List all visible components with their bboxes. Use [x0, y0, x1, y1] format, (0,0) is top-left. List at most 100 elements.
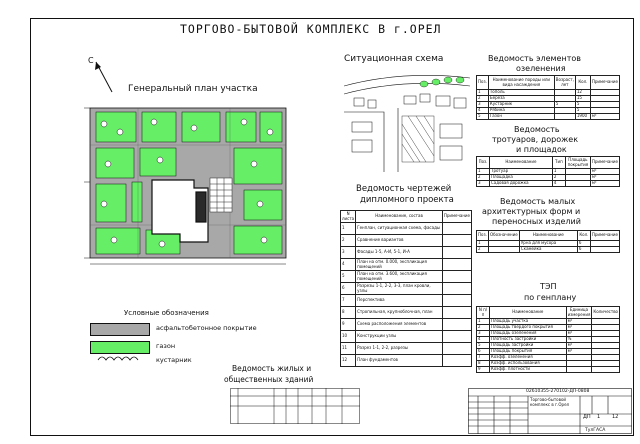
drawings-row-num: 7 [339, 294, 357, 307]
stamp-name: Торгово-бытовой комплекс в г.Орел [530, 397, 570, 407]
maf-header: Примечание [589, 230, 621, 241]
site-plan [84, 107, 287, 265]
greens-cell: Газон [487, 113, 555, 120]
legend-label-asphalt: асфальтобетонное покрытие [156, 324, 257, 332]
paths-header: Примечание [589, 156, 621, 169]
maf-header: Обозначение [487, 230, 520, 241]
maf-cell: Скамейка [518, 246, 578, 253]
paths-title-3: и площадок [516, 145, 567, 154]
drawings-header-name: Наименование, состав [355, 210, 443, 223]
tep-cell [591, 366, 620, 373]
greens-cell: 1900 [574, 113, 591, 120]
paths-header: Наименование [489, 156, 553, 169]
greens-header: Поз. [476, 75, 489, 90]
drawings-row-num: 1 [339, 222, 357, 235]
title-block [468, 388, 632, 434]
drawings-row-name: Сравнение вариантов [355, 234, 443, 247]
drawings-row-num: 9 [339, 318, 357, 331]
tep-header: Единица измерения [565, 306, 593, 319]
north-label: С [88, 56, 94, 65]
drawings-row-num: 3 [339, 246, 357, 259]
drawings-row-name: Стропильная, крупноблочная, план [355, 306, 443, 319]
tep-header: Количество [591, 306, 620, 319]
legend-swatch-asphalt [90, 323, 150, 336]
greens-cell: м² [589, 113, 621, 120]
maf-cell [487, 246, 520, 253]
drawings-row-name: Схема расположения элементов [355, 318, 443, 331]
drawings-row-name: Конструкции узлы [355, 330, 443, 343]
sheet-frame [30, 18, 634, 436]
maf-cell: 6 [576, 246, 591, 253]
drawings-row-num: 10 [339, 330, 357, 343]
drawings-row-num: 6 [339, 282, 357, 295]
maf-title-3: переносных изделий [492, 217, 581, 226]
drawings-row-name: План фундаментов [355, 354, 443, 367]
drawings-row-name: Перспектива [355, 294, 443, 307]
paths-header: Поз. [476, 156, 490, 169]
drawings-row-name: Фасады 1-5, А-И, 5-1, И-А [355, 246, 443, 259]
paths-cell: Садовая дорожка [489, 180, 553, 187]
tep-title-2: по генплану [524, 293, 577, 302]
greens-header: Примечание [589, 75, 621, 90]
drawings-row-num: 11 [339, 342, 357, 355]
tep-header: N п/п [476, 306, 490, 319]
paths-cell: 4 [551, 180, 566, 187]
maf-cell [589, 246, 621, 253]
drawings-row-num: 2 [339, 234, 357, 247]
stamp-code: 02610355-270102-ДП-0808 [526, 389, 590, 394]
drawings-row-num: 8 [339, 306, 357, 319]
legend-label-shrub: кустарник [156, 356, 192, 364]
greens-cell: 5 [476, 113, 489, 120]
tep-cell: Коэфф. плотности [489, 366, 567, 373]
buildings-title-2: общественных зданий [224, 375, 314, 384]
plan-title: Генеральный план участка [128, 84, 258, 94]
buildings-table [230, 388, 360, 424]
maf-header: Поз. [476, 230, 489, 241]
maf-table: Поз. Обозначение Наименование Кол. Приме… [476, 230, 621, 253]
greens-table: Поз. Наименование породы или вида насажд… [476, 75, 621, 120]
greens-header: Кол. [574, 75, 591, 90]
tep-cell [565, 366, 593, 373]
drawings-title-1: Ведомость чертежей [356, 184, 452, 194]
greens-header: Возраст, лет [553, 75, 576, 90]
tep-title-1: ТЭП [540, 282, 557, 291]
tep-header: Наименование [489, 306, 567, 319]
sheet-title: ТОРГОВО-БЫТОВОЙ КОМПЛЕКС В г.ОРЕЛ [180, 22, 442, 36]
drawings-table: N листа Наименование, состав Примечание … [339, 210, 473, 367]
greens-title-2: озеленения [516, 64, 566, 73]
paths-header: Тип [551, 156, 566, 169]
paths-table: Поз. Наименование Тип Площадь покрытия П… [476, 156, 621, 187]
greens-cell [553, 113, 576, 120]
maf-cell: 2 [476, 246, 489, 253]
drawings-row-name: План на отм. 0.000, экспликация помещени… [355, 258, 443, 271]
drawings-row-name: Разрез 1-1, 2-2, разрезы [355, 342, 443, 355]
stamp-org: ТулГАСА [585, 428, 606, 433]
north-arrow-icon [95, 61, 113, 93]
situation-plan [344, 75, 470, 172]
buildings-title-1: Ведомость жилых и [232, 364, 312, 373]
drawings-row-name: Генплан, ситуационная схема, фасады [355, 222, 443, 235]
paths-header: Площадь покрытия [564, 156, 591, 169]
legend-swatch-lawn [90, 341, 150, 354]
shrub-icon [97, 356, 139, 361]
paths-title-2: тротуаров, дорожек [492, 135, 579, 144]
paths-title-1: Ведомость [514, 125, 560, 134]
drawings-row-num: 12 [339, 354, 357, 367]
maf-header: Наименование [518, 230, 578, 241]
drawings-row-name: План на отм. 3.600, экспликация помещени… [355, 270, 443, 283]
drawings-header-num: N листа [339, 210, 357, 223]
stamp-sheet: 1 [597, 414, 601, 420]
maf-title-1: Ведомость малых [500, 197, 576, 206]
greens-title-1: Ведомость элементов [488, 54, 581, 63]
drawings-row-num: 5 [339, 270, 357, 283]
tep-table: N п/п Наименование Единица измерения Кол… [476, 306, 620, 373]
stamp-stage: ДП [583, 414, 591, 420]
situation-title: Ситуационная схема [344, 54, 444, 64]
paths-cell: 3 [476, 180, 490, 187]
paths-cell [564, 180, 591, 187]
paths-cell: м² [589, 180, 621, 187]
drawings-title-2: дипломного проекта [360, 195, 454, 205]
drawings-row-name: Разрезы 1-1, 2-2, 3-3, план кровли, узлы [355, 282, 443, 295]
drawings-header-note: Примечание [441, 210, 473, 223]
